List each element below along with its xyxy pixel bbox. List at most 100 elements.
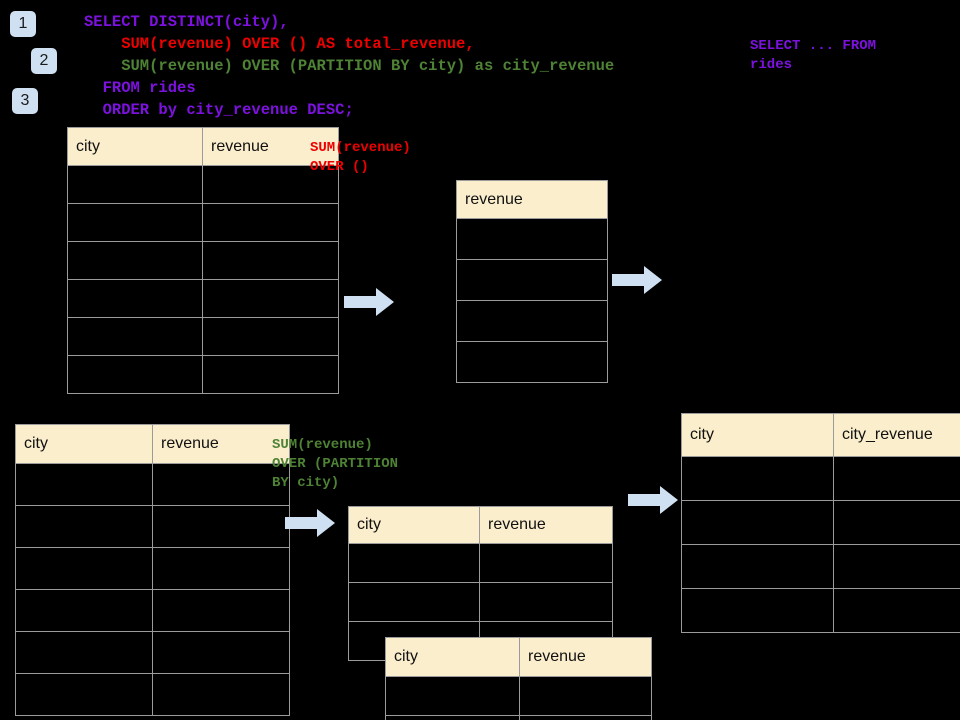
step-badge-1[interactable]: 1: [10, 11, 36, 37]
table-row: [385, 676, 652, 716]
cell-revenue: [519, 676, 652, 716]
cell-revenue: [479, 543, 613, 583]
column-header-city: city: [67, 127, 203, 166]
table-row: [67, 203, 339, 242]
column-header-city: city: [15, 424, 153, 464]
table-row: [681, 500, 960, 545]
table-row: [15, 589, 290, 632]
cell-city: [67, 279, 203, 318]
arrow-groups-to-result: [628, 486, 678, 514]
cell-revenue: [202, 317, 339, 356]
column-header-revenue: revenue: [519, 637, 652, 677]
cell-city: [681, 588, 834, 633]
cell-city-revenue: [833, 544, 960, 589]
table-row: [681, 588, 960, 633]
column-header-revenue: revenue: [479, 506, 613, 544]
table-row: [681, 456, 960, 501]
column-header-revenue: revenue: [456, 180, 608, 219]
cell-city: [15, 505, 153, 548]
cell-city: [348, 582, 480, 622]
table-header-row: city revenue: [348, 506, 613, 544]
table-row: [15, 547, 290, 590]
table-row: [67, 317, 339, 356]
table-header-row: city revenue: [385, 637, 652, 677]
cell-city: [385, 715, 520, 720]
step-badge-2[interactable]: 2: [31, 48, 57, 74]
cell-city: [681, 544, 834, 589]
total-revenue-table: revenue: [456, 180, 608, 383]
cell-revenue: [456, 300, 608, 342]
arrow-total-to-result: [612, 266, 662, 294]
note-sum-over-empty: SUM(revenue) OVER (): [310, 140, 411, 175]
note-select-from-rides: SELECT ... FROM rides: [750, 38, 877, 73]
table-header-row: city revenue: [15, 424, 290, 464]
cell-city: [67, 203, 203, 242]
table-row: [15, 673, 290, 716]
note-sum-over-partition: SUM(revenue) OVER (PARTITION BY city): [272, 437, 399, 491]
cell-revenue: [152, 631, 290, 674]
cell-city: [67, 165, 203, 204]
arrow-rides-to-total: [344, 288, 394, 316]
cell-revenue: [202, 241, 339, 280]
sql-line-from-rides: FROM rides: [84, 79, 196, 97]
cell-revenue: [152, 589, 290, 632]
cell-city: [15, 673, 153, 716]
cell-revenue: [152, 547, 290, 590]
cell-city: [385, 676, 520, 716]
sql-line-order-by: ORDER by city_revenue DESC;: [84, 101, 354, 119]
column-header-city-revenue: city_revenue: [833, 413, 960, 457]
arrow-partition-source-to-groups: [285, 509, 335, 537]
cell-revenue: [519, 715, 652, 720]
cell-revenue: [479, 582, 613, 622]
table-row: [67, 165, 339, 204]
column-header-city: city: [681, 413, 834, 457]
result-table: city city_revenue: [681, 413, 960, 633]
cell-revenue: [202, 355, 339, 394]
cell-revenue: [456, 341, 608, 383]
table-row: [456, 341, 608, 383]
table-row: [456, 259, 608, 301]
column-header-revenue: revenue: [152, 424, 290, 464]
cell-revenue: [456, 259, 608, 301]
table-header-row: city city_revenue: [681, 413, 960, 457]
table-row: [681, 544, 960, 589]
cell-city: [67, 355, 203, 394]
table-header-row: revenue: [456, 180, 608, 219]
cell-city: [348, 543, 480, 583]
cell-revenue: [456, 218, 608, 260]
sql-line-sum-over-empty: SUM(revenue) OVER () AS total_revenue,: [84, 35, 475, 53]
cell-city: [67, 317, 203, 356]
cell-city: [681, 500, 834, 545]
cell-city: [15, 547, 153, 590]
sql-line-select-distinct: SELECT DISTINCT(city),: [84, 13, 289, 31]
cell-revenue: [202, 203, 339, 242]
cell-city-revenue: [833, 500, 960, 545]
table-row: [348, 543, 613, 583]
table-row: [385, 715, 652, 720]
cell-city: [67, 241, 203, 280]
partition-group-b-table: city revenue: [385, 637, 652, 720]
table-row: [456, 218, 608, 260]
rides-source-table: city revenue: [67, 127, 339, 394]
cell-city: [681, 456, 834, 501]
step-badge-3[interactable]: 3: [12, 88, 38, 114]
column-header-revenue: revenue: [202, 127, 339, 166]
table-row: [15, 505, 290, 548]
cell-revenue: [152, 673, 290, 716]
table-header-row: city revenue: [67, 127, 339, 166]
cell-revenue: [152, 463, 290, 506]
cell-city: [15, 463, 153, 506]
table-row: [456, 300, 608, 342]
cell-city-revenue: [833, 588, 960, 633]
sql-line-sum-over-partition: SUM(revenue) OVER (PARTITION BY city) as…: [84, 57, 615, 75]
column-header-city: city: [385, 637, 520, 677]
partition-source-table: city revenue: [15, 424, 290, 716]
cell-city: [15, 589, 153, 632]
table-row: [15, 463, 290, 506]
table-row: [15, 631, 290, 674]
cell-city: [15, 631, 153, 674]
table-row: [67, 241, 339, 280]
cell-revenue: [202, 279, 339, 318]
cell-revenue: [152, 505, 290, 548]
